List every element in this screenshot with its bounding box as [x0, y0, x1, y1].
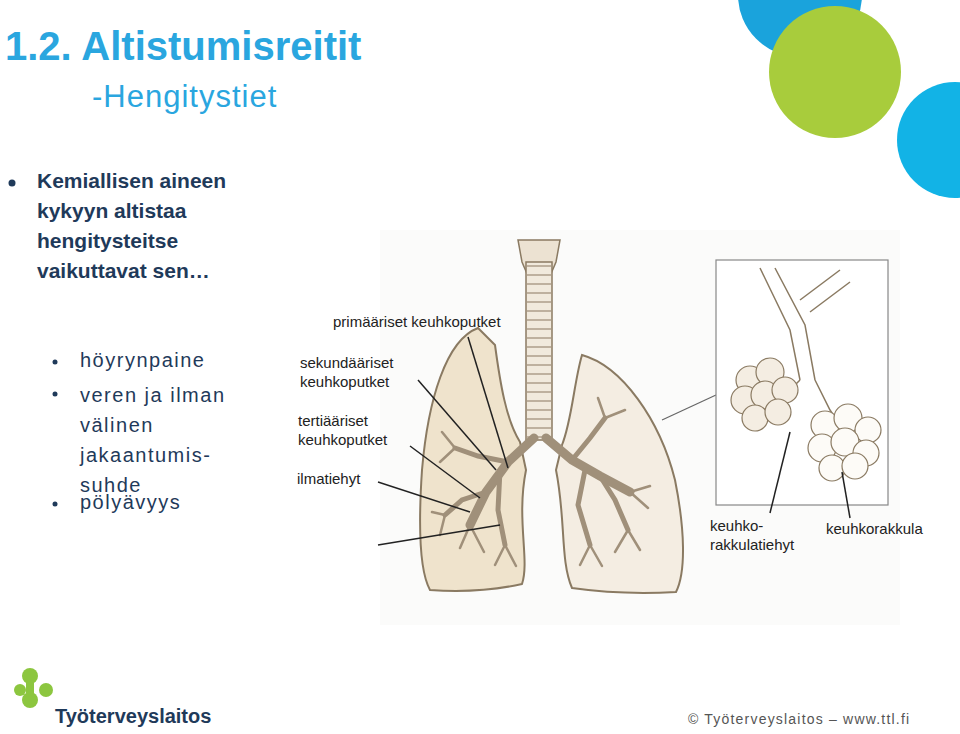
leader-line	[378, 337, 850, 545]
part-label: primääriset keuhkoputket	[333, 313, 563, 331]
bullet-text: Kemiallisen aineen kykyyn altistaa hengi…	[37, 166, 242, 286]
footer: © Työterveyslaitos – www.ttl.fi	[688, 711, 948, 728]
deco-circle	[897, 82, 960, 198]
part-label: sekundääriset keuhkoputket	[300, 353, 425, 391]
sub-bullet: pölyävyys	[80, 490, 280, 514]
sub-bullet: veren ja ilman välinen jakaantumis- suhd…	[80, 380, 248, 500]
logo-text: Työterveyslaitos	[55, 704, 255, 728]
bronchi	[432, 398, 650, 566]
inset-airways	[760, 268, 850, 425]
sub-bullet: höyrynpaine	[80, 348, 280, 372]
subtitle: -Hengitystiet	[92, 78, 392, 115]
right-lung	[556, 355, 683, 593]
image-ground	[380, 230, 900, 625]
inset-frame	[716, 260, 888, 505]
slide-title: 1.2. Altistumisreitit	[5, 22, 485, 70]
trachea-rings	[527, 262, 551, 438]
bullet	[53, 392, 58, 397]
bullet	[53, 360, 58, 365]
inset-leader	[662, 395, 716, 420]
part-label: keuhko- rakkulatiehyt	[710, 516, 815, 554]
trachea	[526, 262, 552, 440]
bullet	[53, 502, 58, 507]
alveoli-cluster	[731, 358, 798, 431]
part-label: tertiääriset keuhkoputket	[298, 411, 413, 449]
logo-mark	[14, 668, 53, 708]
part-label: ilmatiehyt	[297, 470, 397, 488]
deco-circle	[769, 6, 901, 138]
bullet	[9, 180, 16, 187]
part-label: keuhkorakkula	[826, 520, 951, 538]
alveoli-cluster	[808, 404, 881, 481]
